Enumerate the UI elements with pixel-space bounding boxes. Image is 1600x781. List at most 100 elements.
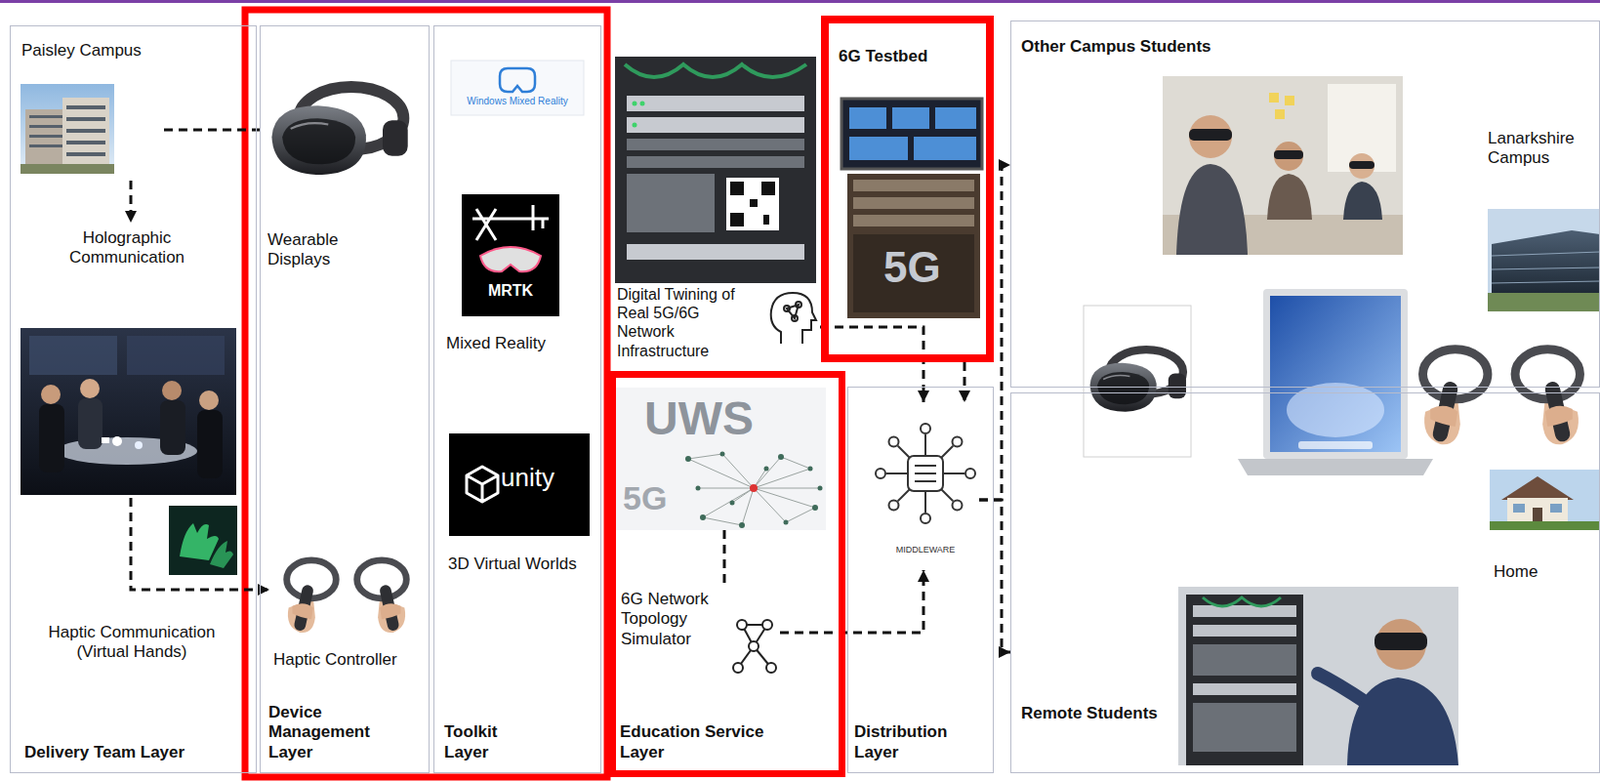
campus-photo — [66, 128, 106, 133]
node-text: Haptic Communication (Virtual Hands) — [41, 622, 223, 663]
mrtk-logo — [461, 194, 560, 317]
classroom-photo — [1343, 181, 1383, 220]
node-text: Holographic Communication — [63, 228, 191, 269]
hologram-photo — [101, 437, 110, 444]
node-text: 6G Testbed — [838, 46, 928, 67]
uws-network-image — [696, 486, 701, 492]
node-text: 3D Virtual Worlds — [448, 554, 577, 575]
classroom-photo — [1189, 128, 1232, 141]
middleware-icon — [914, 480, 937, 483]
remote-student-photo — [1192, 605, 1297, 617]
campus-node: Lanarkshire Campus — [1483, 124, 1597, 316]
dashed-connector — [963, 362, 967, 403]
house-photo — [1532, 507, 1543, 522]
campus-photo — [20, 83, 115, 174]
unity-logo — [466, 466, 498, 502]
classroom-photo — [1284, 95, 1295, 106]
server-rack-photo — [730, 212, 744, 227]
student-devices — [1423, 349, 1581, 445]
remote-student-photo — [1192, 702, 1297, 752]
server-rack-photo — [730, 181, 744, 196]
uws-network-image — [753, 488, 786, 523]
student-panel: Remote StudentsHome — [1010, 392, 1600, 774]
lanarkshire-photo — [1491, 230, 1600, 293]
mrtk-logo — [480, 246, 541, 272]
server-rack-photo — [626, 173, 715, 233]
virtual-hands-screen — [209, 540, 234, 569]
home-node: Home — [1487, 466, 1598, 589]
hologram-photo — [126, 335, 225, 375]
campus-photo — [29, 124, 63, 128]
server-rack-photo — [763, 214, 770, 225]
device-node: Wearable Displays — [263, 35, 420, 291]
classroom-photo — [1269, 92, 1279, 103]
headset-picture — [271, 86, 408, 175]
middleware-icon — [914, 465, 937, 482]
server-rack-photo — [632, 101, 646, 128]
campus-photo — [29, 134, 63, 138]
uws-network-image — [812, 504, 819, 511]
classroom-photo — [1162, 76, 1403, 255]
hologram-photo — [162, 380, 182, 401]
server-rack-photo — [632, 123, 638, 128]
lanarkshire-photo — [1491, 251, 1600, 256]
classroom-photo — [1267, 173, 1313, 220]
testbed-photo — [892, 107, 930, 129]
uws-network-image — [685, 455, 692, 462]
classroom-photo — [1273, 150, 1304, 160]
dashed-connector — [820, 327, 924, 403]
digital-twin-icon — [771, 292, 817, 344]
node-text: Toolkit Layer — [444, 722, 523, 763]
uws-network-image — [688, 453, 723, 459]
testbed-photo — [853, 214, 975, 227]
middleware-icon — [875, 468, 886, 479]
simulator-icon — [733, 619, 777, 673]
server-rack-photo — [626, 95, 805, 112]
uws-network-image — [615, 387, 826, 531]
toolkit-logo: Windows Mixed Reality — [451, 60, 587, 116]
dashed-link — [723, 530, 727, 586]
server-rack-photo — [626, 244, 805, 260]
node-text: Mixed Reality — [446, 333, 546, 354]
remote-student-photo — [1192, 605, 1297, 696]
uws-network-image — [738, 522, 745, 529]
windows-mr-logo — [451, 60, 584, 116]
testbed-photo — [847, 173, 981, 319]
remote-student-photo — [1178, 586, 1459, 766]
node-text: 6G Network Topology Simulator — [620, 589, 721, 650]
mrtk-logo — [461, 194, 560, 317]
lanarkshire-photo — [1487, 208, 1600, 312]
windows-mr-logo — [499, 68, 535, 92]
classroom-photo — [1269, 92, 1295, 120]
campus-photo — [20, 164, 115, 174]
uws-network-image — [702, 517, 742, 526]
uws-network-image — [785, 507, 816, 523]
campus-photo — [66, 140, 106, 145]
remote-student-photo — [1317, 673, 1367, 703]
node-text: Paisley Campus — [21, 41, 142, 61]
house-photo — [1513, 503, 1525, 513]
campus-photo — [20, 83, 115, 174]
uws-network-image — [699, 514, 706, 521]
hologram-photo — [80, 378, 100, 399]
server-rack-photo — [626, 95, 805, 260]
remote-student-photo — [1375, 618, 1427, 670]
simulator-node: 6G Network Topology Simulator — [618, 585, 780, 679]
simulator-icon — [748, 641, 759, 652]
middleware-icon — [875, 423, 976, 524]
unity-logo — [449, 433, 590, 536]
simulator-icon — [762, 619, 773, 630]
communication-node: Holographic Communication — [17, 222, 238, 498]
unity-logo — [449, 433, 590, 536]
watermark-text: 5G — [883, 242, 942, 294]
student-devices — [1237, 458, 1434, 476]
dashed-connector — [779, 570, 924, 633]
uws-network-image — [783, 520, 789, 526]
middleware-icon — [952, 500, 963, 511]
remote-student-photo — [1178, 586, 1459, 766]
server-rack-photo — [640, 101, 646, 107]
node-text: Digital Twining of Real 5G/6G Network In… — [616, 285, 754, 361]
testbed-photo — [841, 98, 983, 319]
